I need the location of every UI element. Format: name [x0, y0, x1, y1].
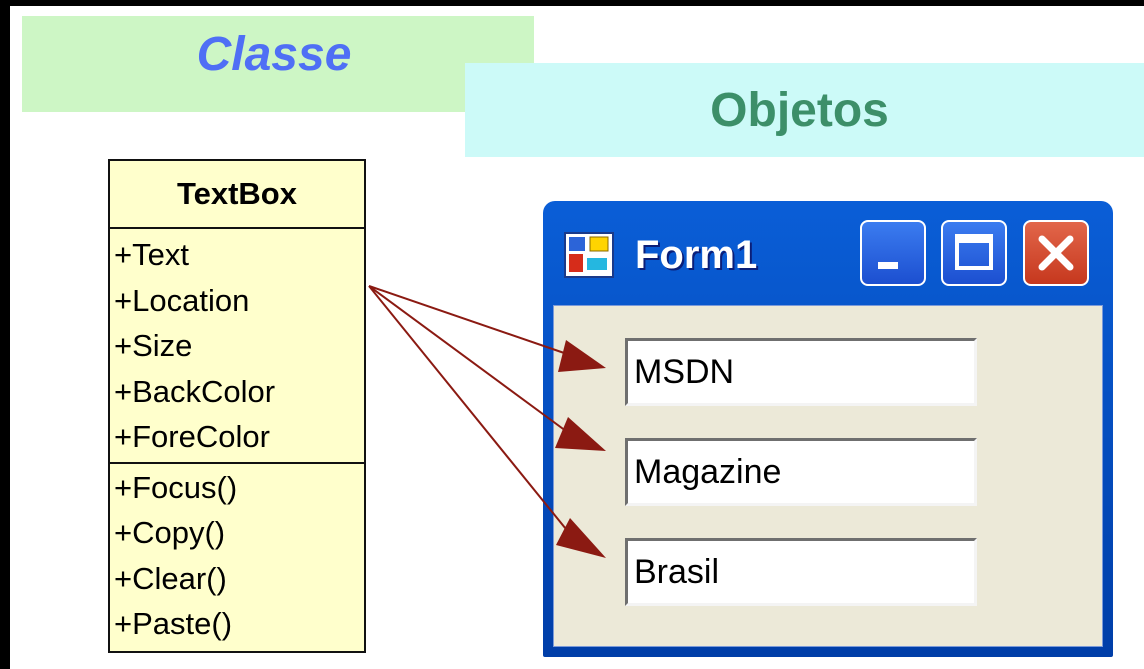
maximize-icon: [955, 234, 993, 270]
classe-banner: Classe: [22, 16, 534, 112]
classe-label: Classe: [196, 27, 352, 81]
uml-attribute: +BackColor: [114, 373, 276, 409]
form-window: Form1 MSDN Magazine Brasil: [543, 201, 1113, 657]
form-client-area: MSDN Magazine Brasil: [553, 305, 1103, 647]
instance-arrows: [368, 285, 606, 558]
uml-attributes: +Text +Location +Size +BackColor +ForeCo…: [110, 229, 364, 464]
window-title: Form1: [635, 233, 758, 277]
uml-method: +Paste(): [114, 606, 233, 641]
uml-attribute: +ForeColor: [114, 419, 270, 454]
arrow-to-textbox-2: [368, 285, 571, 435]
objetos-banner: Objetos: [465, 63, 1144, 157]
diagram-frame: Classe Objetos TextBox +Text +Location +…: [10, 6, 1144, 669]
uml-attribute: +Text: [114, 237, 189, 272]
minimize-icon: [878, 262, 898, 269]
arrowhead-2: [555, 417, 606, 451]
close-button[interactable]: [1023, 220, 1089, 286]
uml-methods: +Focus() +Copy() +Clear() +Paste(): [110, 464, 364, 651]
form-app-icon: [564, 232, 614, 283]
textbox-msdn[interactable]: MSDN: [625, 338, 977, 406]
close-icon: [1038, 235, 1074, 271]
uml-class-name: TextBox: [110, 161, 364, 229]
maximize-button[interactable]: [941, 220, 1007, 286]
uml-attribute: +Size: [114, 328, 193, 363]
uml-class-box: TextBox +Text +Location +Size +BackColor…: [108, 159, 366, 653]
arrowhead-3: [556, 518, 606, 558]
arrow-to-textbox-3: [368, 285, 571, 535]
objetos-label: Objetos: [710, 83, 889, 137]
uml-method: +Copy(): [114, 515, 226, 550]
textbox-magazine[interactable]: Magazine: [625, 438, 977, 506]
uml-attribute: +Location: [114, 282, 250, 318]
uml-method: +Focus(): [114, 469, 238, 505]
minimize-button[interactable]: [860, 220, 926, 286]
textbox-brasil[interactable]: Brasil: [625, 538, 977, 606]
arrow-to-textbox-1: [368, 285, 571, 356]
arrowhead-1: [558, 340, 606, 372]
uml-method: +Clear(): [114, 560, 227, 596]
